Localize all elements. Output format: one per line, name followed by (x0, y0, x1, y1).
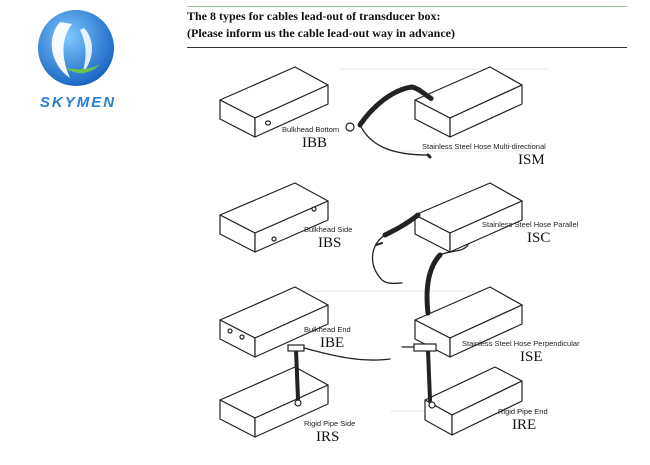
box-ibe (219, 286, 329, 358)
label-name-ibs: Bulkhead Side (304, 225, 353, 234)
label-code-ism: ISM (518, 152, 545, 168)
label-code-ire: IRE (512, 417, 537, 433)
label-code-ibb: IBB (302, 135, 328, 151)
transducer-drawings (219, 66, 523, 438)
label-code-irs: IRS (316, 429, 340, 445)
pipe-ire (426, 348, 432, 402)
label-code-ibs: IBS (318, 235, 342, 251)
box-isc (414, 182, 523, 253)
box-ism (414, 66, 523, 138)
heading-line-2: (Please inform us the cable lead-out way… (187, 26, 455, 40)
cable-ism (359, 124, 429, 156)
label-name-ibb: Bulkhead Bottom (282, 125, 340, 134)
hose-isc (382, 212, 421, 238)
heading-line-1: The 8 types for cables lead-out of trans… (187, 9, 441, 23)
label-name-ibe: Bulkhead End (304, 325, 351, 334)
brand-name: SKYMEN (39, 94, 117, 111)
company-logo: SKYMEN (8, 8, 148, 118)
pipe-irs (294, 348, 300, 401)
heading-rule (187, 47, 627, 48)
bg-noise: ——————————————————— (290, 285, 499, 297)
hose-ism (357, 84, 435, 128)
label-code-ise: ISE (520, 349, 543, 365)
label-name-ire: Rigid Pipe End (498, 407, 548, 416)
globe-logo-icon (38, 10, 114, 86)
box-ise (414, 286, 523, 358)
page-heading: The 8 types for cables lead-out of trans… (187, 8, 627, 42)
bg-noise: ———————————— (400, 145, 532, 157)
box-irs (219, 366, 329, 438)
label-code-isc: ISC (527, 230, 551, 246)
label-name-isc: Stainless Steel Hose Parallel (482, 220, 579, 229)
label-name-irs: Rigid Pipe Side (304, 419, 356, 428)
hose-ise (424, 252, 443, 316)
lead-out-types-figure: ——————————————————— ———————————— ———————… (200, 55, 640, 465)
label-name-ism: Stainless Steel Hose Multi-directional (422, 142, 546, 151)
box-ibb (219, 66, 329, 138)
top-rule (187, 6, 627, 7)
box-ire (424, 366, 523, 436)
box-ibs (219, 182, 329, 253)
label-code-ibe: IBE (320, 335, 345, 351)
label-name-ise: Stainless Steel Hose Perpendicular (462, 339, 580, 348)
